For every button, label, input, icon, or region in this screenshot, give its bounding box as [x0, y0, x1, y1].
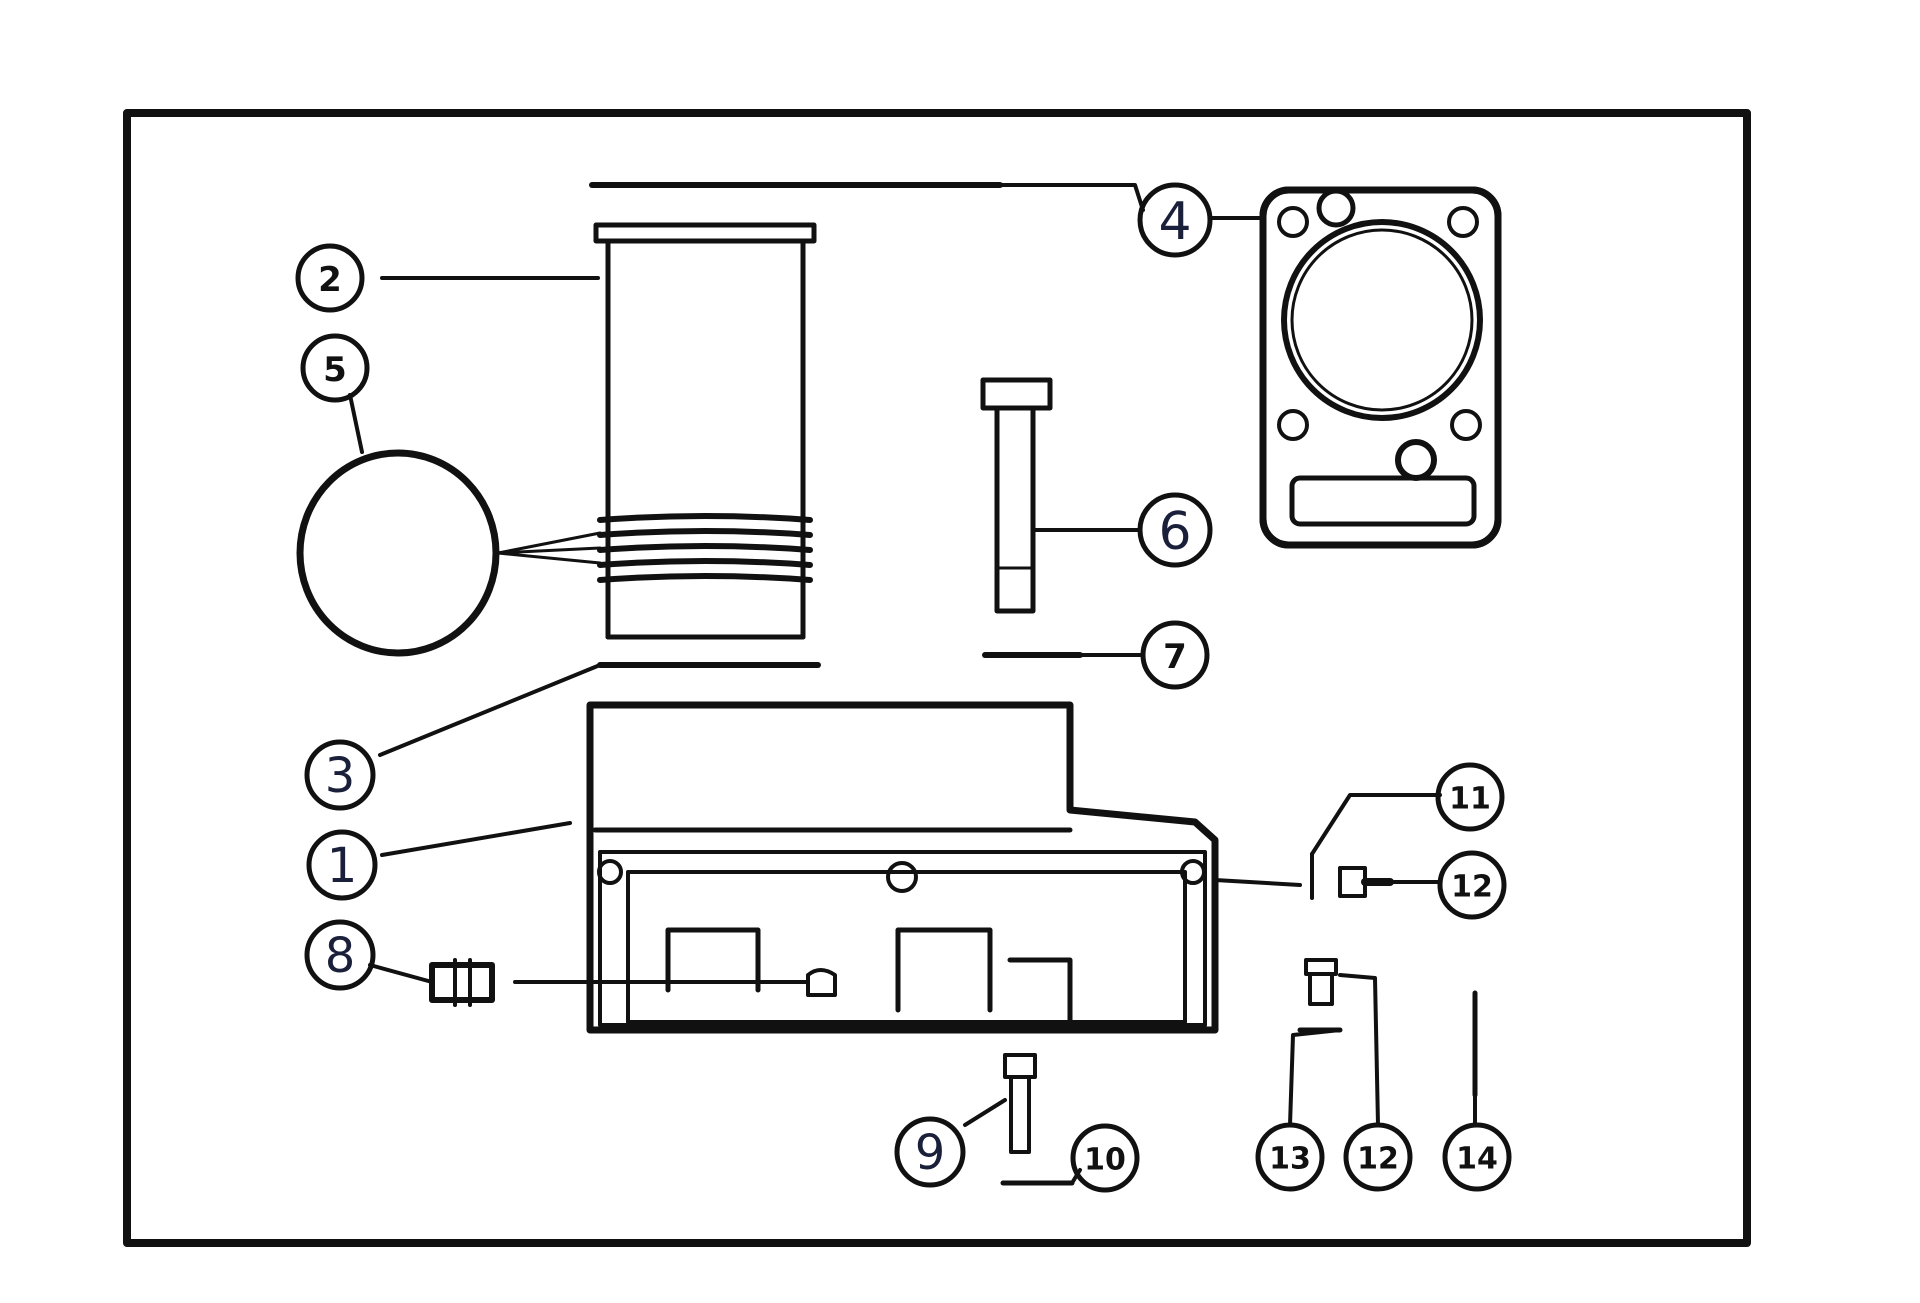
union-fitting [429, 958, 495, 1007]
crankcase [586, 701, 1219, 1034]
leader-lines [348, 183, 1477, 1185]
screw [1003, 1053, 1037, 1154]
svg-text:2: 2 [318, 260, 342, 300]
callout-2: 2 [295, 243, 365, 313]
callout-8: 8 [304, 919, 376, 991]
callout-7: 7 [1140, 620, 1210, 690]
callout-10: 10 [1070, 1123, 1140, 1193]
svg-text:6: 6 [1158, 502, 1191, 562]
callout-11: 11 [1435, 762, 1505, 832]
svg-text:5: 5 [323, 350, 347, 390]
callout-12-lower: 12 [1343, 1122, 1413, 1192]
head-gasket [1259, 186, 1502, 549]
svg-text:3: 3 [325, 748, 356, 804]
plug-screw-upper [1338, 866, 1394, 898]
svg-text:7: 7 [1163, 637, 1187, 677]
callout-12-upper: 12 [1437, 850, 1507, 920]
svg-text:12: 12 [1357, 1142, 1399, 1177]
head-bolt [980, 377, 1053, 614]
plug-screw-lower [1304, 958, 1338, 1006]
callout-4: 4 [1137, 182, 1213, 258]
callout-1: 1 [306, 829, 378, 901]
svg-text:11: 11 [1449, 782, 1491, 817]
cylinder-liner [593, 222, 817, 640]
svg-text:10: 10 [1084, 1143, 1126, 1178]
svg-text:9: 9 [915, 1125, 946, 1181]
diagram-frame [123, 109, 1751, 1247]
callout-6: 6 [1137, 492, 1213, 568]
svg-text:8: 8 [325, 928, 356, 984]
o-ring [296, 449, 500, 657]
svg-text:14: 14 [1456, 1142, 1498, 1177]
callout-13: 13 [1255, 1122, 1325, 1192]
callout-14: 14 [1442, 1122, 1512, 1192]
callout-5: 5 [300, 333, 370, 403]
svg-text:1: 1 [327, 838, 358, 894]
svg-text:4: 4 [1158, 192, 1191, 252]
svg-text:13: 13 [1269, 1142, 1311, 1177]
callout-9: 9 [894, 1116, 966, 1188]
svg-text:12: 12 [1451, 870, 1493, 905]
callout-3: 3 [304, 739, 376, 811]
